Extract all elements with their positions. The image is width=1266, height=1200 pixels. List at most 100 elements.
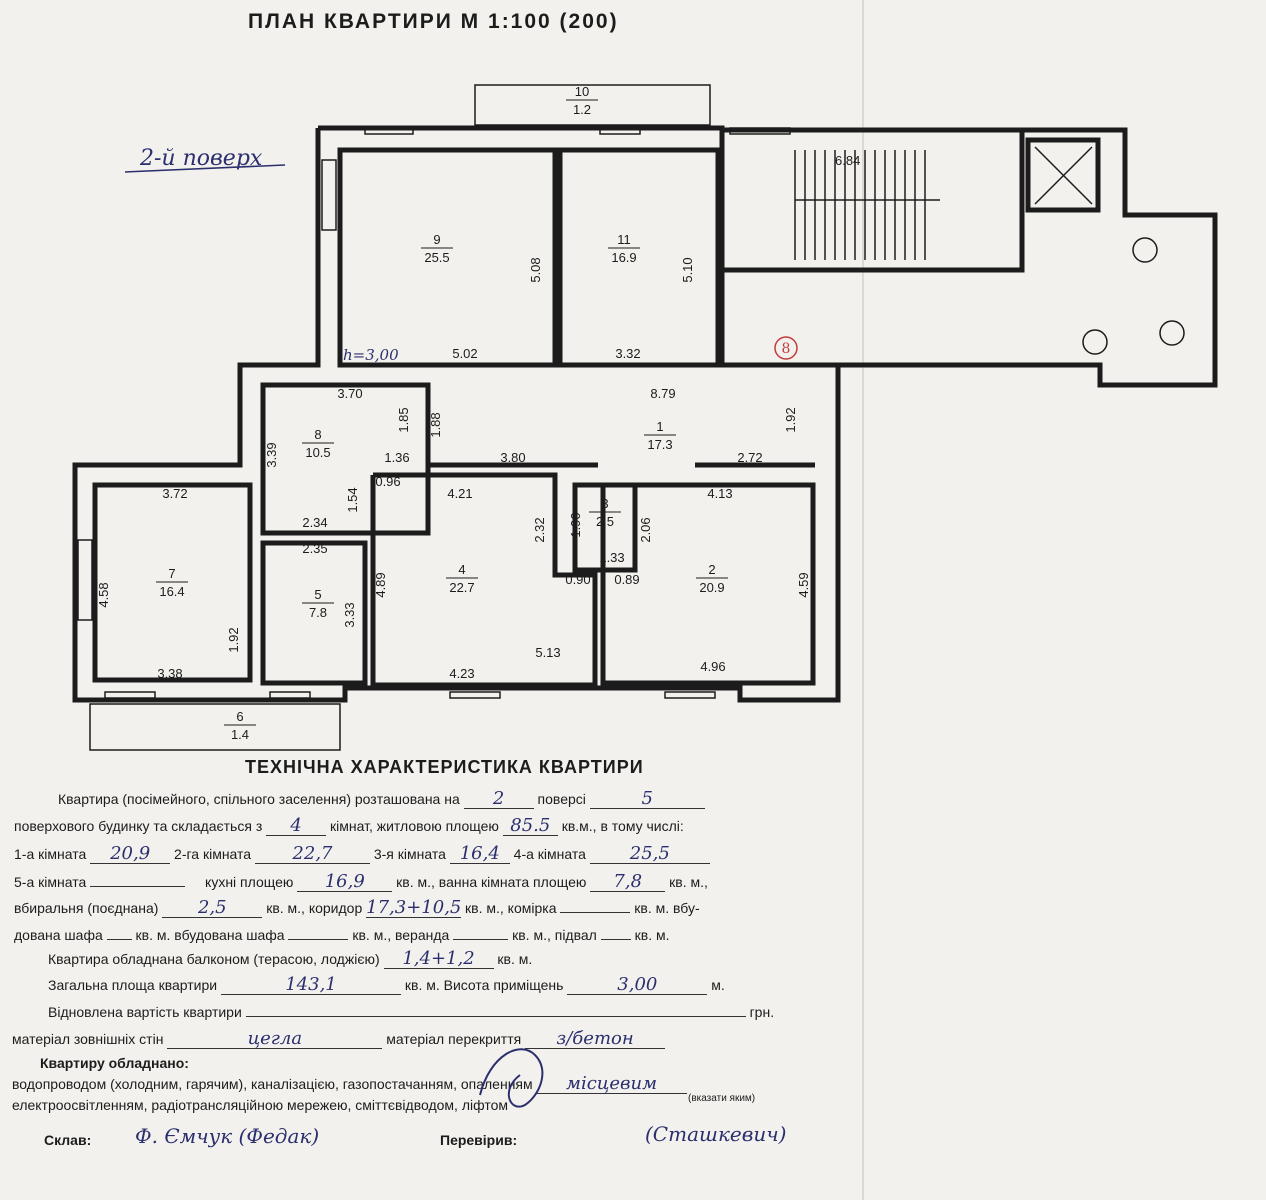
dimension-label: 3.39 — [264, 442, 279, 467]
dimension-label: 4.13 — [707, 486, 732, 501]
floor-plan: 8 2-й поверх h=3,00 6.84 117.3220.932.54… — [72, 84, 1218, 751]
room-9-walls — [337, 147, 558, 368]
tech-heading: ТЕХНІЧНА ХАРАКТЕРИСТИКА КВАРТИРИ — [245, 757, 644, 777]
dimension-label: 0.90 — [565, 572, 590, 587]
dimension-label: 2.06 — [638, 517, 653, 542]
dimension-label: 3.70 — [337, 386, 362, 401]
room-4-area: 25,5 — [589, 845, 710, 864]
dimension-label: 3.80 — [500, 450, 525, 465]
total-area: 143,1 — [220, 976, 401, 995]
dimension-label: 4.58 — [96, 582, 111, 607]
floor-value: 2 — [463, 790, 534, 809]
room-7-number: 7 — [168, 566, 175, 581]
signature-scribble — [479, 1048, 544, 1108]
line-3: 1-а кімната 20,9 2-га кімната 22,7 3-я к… — [14, 845, 710, 864]
kitchen-area: 16,9 — [297, 873, 393, 892]
room-5-walls — [260, 540, 368, 686]
dimension-label: 1.54 — [345, 487, 360, 512]
dimension-label: 0.96 — [375, 474, 400, 489]
room-9-area: 25.5 — [424, 250, 449, 265]
walls-material: цегла — [167, 1030, 383, 1049]
room-4-area: 22.7 — [449, 580, 474, 595]
dimension-label: 3.32 — [615, 346, 640, 361]
dimension-label: 3.33 — [342, 602, 357, 627]
room-1-number: 1 — [656, 419, 663, 434]
line-13: електроосвітленням, радіотрансляційною м… — [12, 1097, 508, 1113]
dimension-label: 1.33 — [599, 550, 624, 565]
stair-block — [722, 127, 1025, 273]
stair-label: 6.84 — [835, 153, 860, 168]
room-2-area: 20.9 — [699, 580, 724, 595]
dimension-label: 2.72 — [737, 450, 762, 465]
room-1-area: 17.3 — [647, 437, 672, 452]
dimension-label: 8.79 — [650, 386, 675, 401]
room-11-walls — [557, 147, 721, 368]
room-9-number: 9 — [433, 232, 440, 247]
dimension-label: 1.92 — [783, 407, 798, 432]
outer-wall — [72, 125, 841, 703]
dimension-label: 2.32 — [532, 517, 547, 542]
room-4-walls — [370, 472, 598, 688]
balcony-area: 1,4+1,2 — [383, 950, 494, 969]
corridor-area: 17,3+10,5 — [366, 897, 462, 918]
dimension-label: 5.13 — [535, 645, 560, 660]
line-8: Загальна площа квартири 143,1 кв. м. Вис… — [48, 974, 725, 995]
dimension-label: 5.08 — [528, 257, 543, 282]
room-8-walls — [260, 382, 431, 536]
balcony-6 — [89, 703, 341, 751]
room-11-area: 16.9 — [611, 250, 636, 265]
dimension-label: 1.88 — [428, 412, 443, 437]
line-2: поверхового будинку та складається з 4 к… — [14, 815, 684, 836]
dimension-label: 1.36 — [384, 450, 409, 465]
composed-label: Склав: — [44, 1132, 92, 1148]
room-2-area: 22,7 — [254, 845, 370, 864]
living-area-value: 85.5 — [502, 817, 558, 836]
dimension-label: 1.85 — [396, 407, 411, 432]
dimension-label: 2.34 — [302, 515, 327, 530]
room-5-area: 7.8 — [309, 605, 327, 620]
page-title: ПЛАН КВАРТИРИ М 1:100 (200) — [248, 10, 619, 33]
dimension-label: 5.10 — [680, 257, 695, 282]
room-1-area: 20,9 — [90, 845, 171, 864]
room-6-number: 6 — [236, 709, 243, 724]
equipment-heading: Квартиру обладнано: — [40, 1055, 189, 1071]
ceiling-material: з/бетон — [525, 1030, 666, 1049]
line-12: водопроводом (холодним, гарячим), каналі… — [12, 1075, 687, 1094]
room-6-area: 1.4 — [231, 727, 249, 742]
dimension-label: 4.59 — [796, 572, 811, 597]
room-3-number: 3 — [601, 496, 608, 511]
dimension-label: 5.02 — [452, 346, 477, 361]
dimension-label: 2.35 — [302, 541, 327, 556]
line-1: Квартира (посімейного, спільного заселен… — [58, 790, 705, 809]
dimension-label: 4.23 — [449, 666, 474, 681]
dimension-label: 3.72 — [162, 486, 187, 501]
room-10-area: 1.2 — [573, 102, 591, 117]
dimension-label: 3.38 — [157, 666, 182, 681]
room-5-number: 5 — [314, 587, 321, 602]
room-11-number: 11 — [617, 232, 631, 247]
heating-type: місцевим — [536, 1075, 687, 1094]
bath-area: 7,8 — [590, 873, 666, 892]
room-10-number: 10 — [575, 84, 589, 99]
line-5: вбиральня (поєднана) 2,5 кв. м., коридор… — [14, 897, 700, 918]
room-7-area: 16.4 — [159, 584, 184, 599]
checked-label: Перевірив: — [440, 1132, 518, 1148]
composed-signature: Ф. Ємчук (Федак) — [135, 1124, 320, 1148]
rooms-count-value: 4 — [266, 817, 327, 836]
dimension-label: 1.90 — [568, 512, 583, 537]
room-7-walls — [92, 482, 253, 683]
dimension-label: 0.89 — [614, 572, 639, 587]
room-height: 3,00 — [567, 976, 708, 995]
line-10: матеріал зовнішніх стін цегла матеріал п… — [12, 1030, 666, 1049]
room-2-number: 2 — [708, 562, 715, 577]
checked-signature: (Сташкевич) — [645, 1122, 787, 1146]
room-4-number: 4 — [458, 562, 465, 577]
line-6: дована шафа кв. м. вбудована шафа кв. м.… — [14, 927, 670, 943]
wc-area: 2,5 — [162, 899, 263, 918]
room-8-number: 8 — [314, 427, 321, 442]
dimension-label: 4.89 — [373, 572, 388, 597]
stair-steps — [794, 150, 940, 260]
room-2-walls — [600, 482, 816, 686]
line-4: 5-а кімната кухні площею 16,9 кв. м., ва… — [14, 871, 708, 892]
heating-note: (вказати яким) — [688, 1093, 756, 1104]
